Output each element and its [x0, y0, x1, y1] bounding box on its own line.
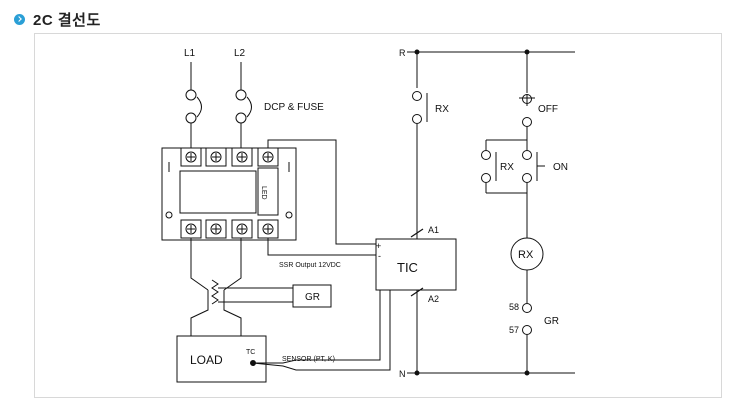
tic-plus-label: +	[376, 241, 381, 251]
a2-label: A2	[428, 294, 439, 304]
load-line-1	[190, 238, 209, 291]
led-label: LED	[260, 186, 267, 200]
l1-fuse-arc	[196, 96, 202, 118]
section-header: 2C 결선도	[14, 9, 101, 30]
l2-label: L2	[234, 48, 246, 59]
rx-hold-label: RX	[500, 162, 514, 173]
terminal-58-label: 58	[509, 302, 519, 312]
gr-box	[292, 284, 332, 308]
tic-label: TIC	[397, 260, 418, 275]
rx-coil-label: RX	[518, 249, 534, 261]
terminal-57-label: 57	[509, 325, 519, 335]
sensor-wire-2	[252, 290, 391, 371]
ssr-window	[179, 170, 257, 214]
page-title: 2C 결선도	[33, 12, 101, 29]
tic-minus-label: -	[378, 251, 381, 261]
tc-label: TC	[246, 349, 255, 356]
sensor-label: SENSOR (PT, K)	[282, 356, 335, 363]
ssr-led-panel	[257, 167, 279, 216]
chevron-right-circle-icon	[14, 14, 25, 25]
l1-label: L1	[184, 48, 196, 59]
off-label: OFF	[538, 104, 558, 115]
l2-terminal-bottom	[235, 112, 247, 124]
load-line-2	[223, 238, 242, 291]
sensor-wire-1	[253, 290, 381, 364]
ssr-minus-wire	[267, 238, 376, 256]
rx-contact-label: RX	[435, 104, 449, 115]
on-label: ON	[553, 162, 568, 173]
r-label: R	[399, 48, 406, 58]
gr-contact-label: GR	[544, 316, 559, 327]
n-label: N	[399, 369, 406, 379]
diagram-frame	[34, 33, 722, 398]
load-label: LOAD	[190, 353, 223, 367]
a1-label: A1	[428, 225, 439, 235]
l1-terminal-bottom	[185, 112, 197, 124]
ssr-plus-wire	[267, 139, 376, 245]
ct-coil	[211, 279, 219, 305]
tic-box	[375, 238, 457, 291]
l2-fuse-arc	[246, 96, 252, 118]
load-box	[176, 335, 267, 383]
gr-box-label: GR	[305, 292, 320, 303]
l2-terminal-top	[235, 89, 247, 101]
ssr-output-label: SSR Output 12VDC	[279, 262, 341, 269]
dcp-fuse-label: DCP & FUSE	[264, 102, 324, 113]
l1-terminal-top	[185, 89, 197, 101]
